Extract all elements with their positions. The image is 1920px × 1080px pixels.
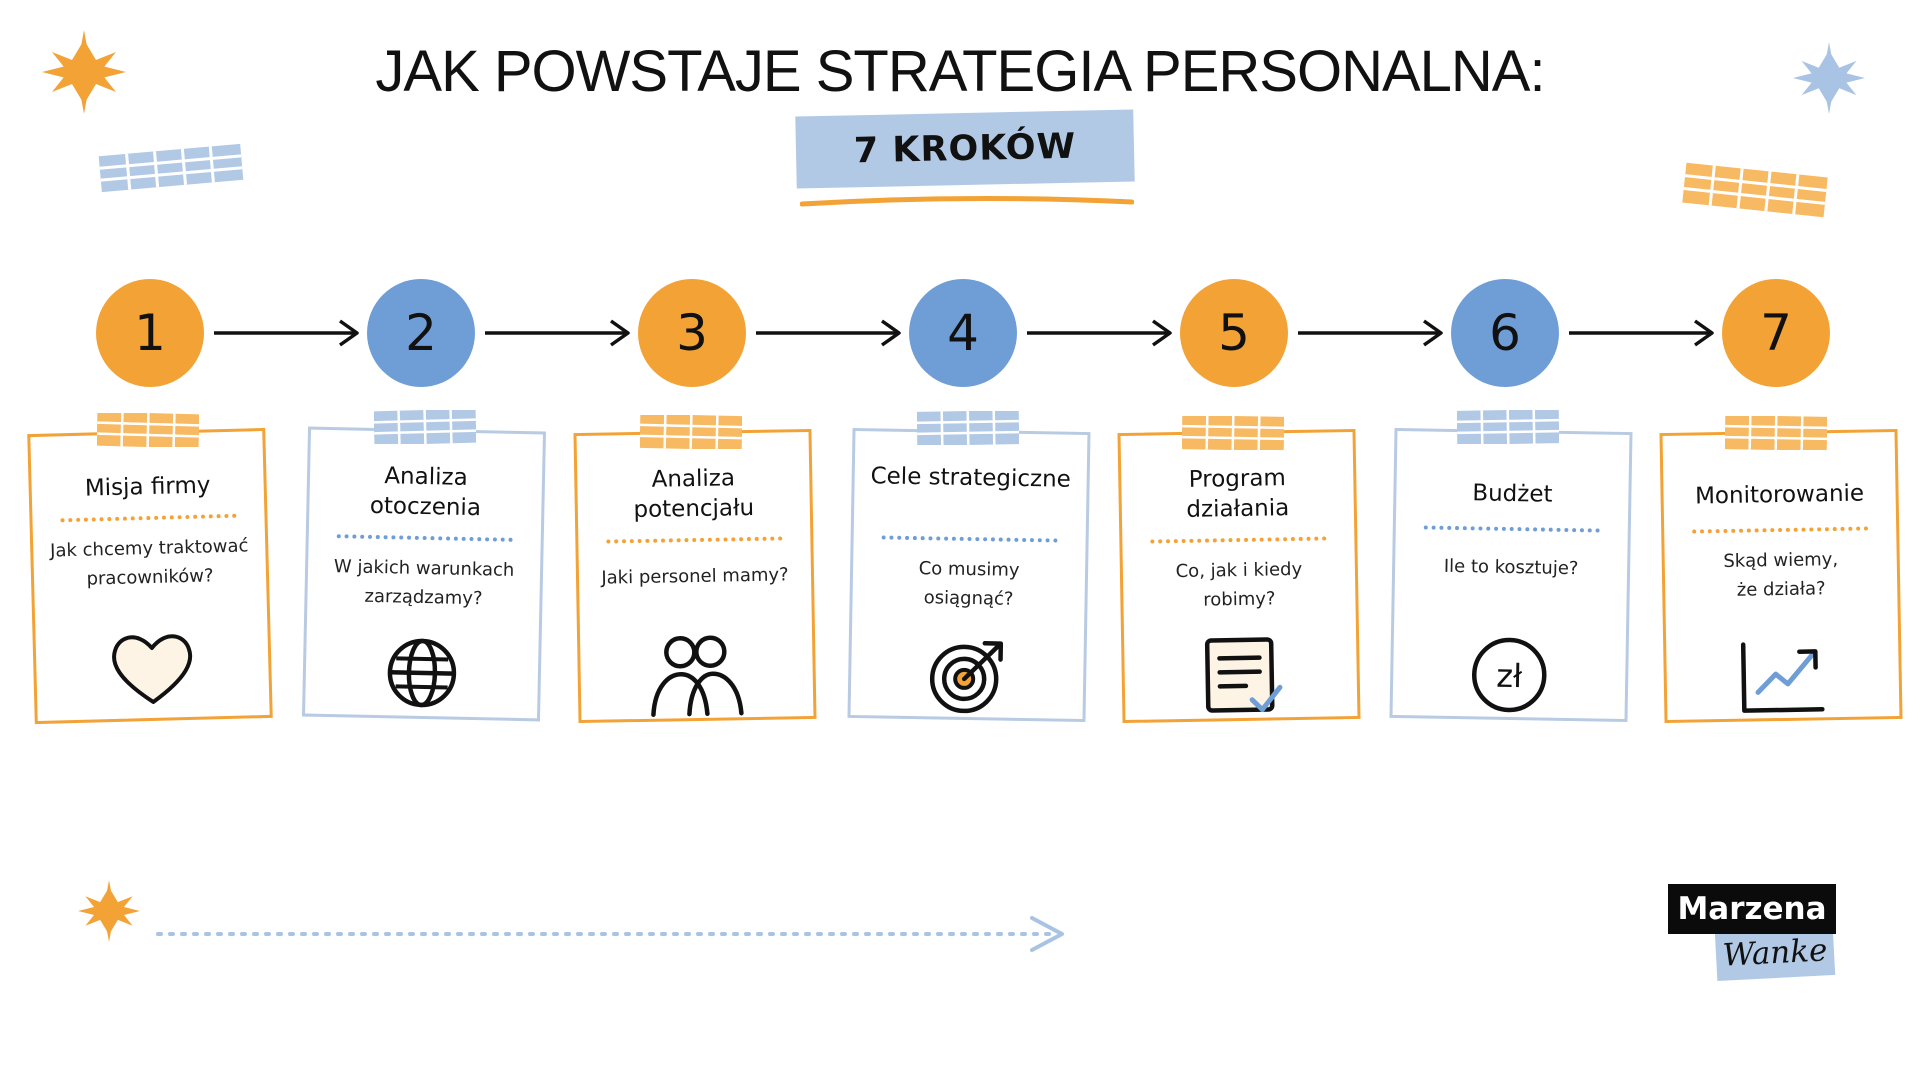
tape-decoration <box>374 410 476 444</box>
arrow-icon <box>214 319 359 347</box>
people-icon <box>651 635 744 717</box>
tape-decoration <box>1182 416 1284 450</box>
card-divider <box>336 534 513 542</box>
blue-star-icon <box>1793 42 1865 114</box>
step-question: Ile to kosztuje? <box>1443 555 1579 580</box>
step-title: Monitorowanie <box>1694 480 1865 510</box>
card-divider <box>60 513 237 523</box>
card-divider <box>1423 525 1600 533</box>
step-question: W jakich warunkach zarządzamy? <box>333 556 515 610</box>
step-title: Analiza potencjału <box>633 465 755 524</box>
step-circle-6: 6 <box>1451 279 1559 387</box>
arrow-icon <box>756 319 901 347</box>
tape-decoration <box>1725 416 1827 450</box>
step-circle-3: 3 <box>638 279 746 387</box>
trend-chart-icon <box>1740 642 1825 713</box>
card-divider <box>1692 526 1869 534</box>
currency-label: zł <box>1496 657 1523 695</box>
step-circle-2: 2 <box>367 279 475 387</box>
subtitle-text: 7 KROKÓW <box>853 126 1077 172</box>
blue-tape-decoration <box>98 143 244 193</box>
step-card-3: Analiza potencjału Jaki personel mamy? <box>573 428 817 724</box>
arrow-icon <box>1027 319 1172 347</box>
step-circle-5: 5 <box>1180 279 1288 387</box>
document-check-icon <box>1204 637 1283 713</box>
orange-star-small-icon <box>78 880 140 942</box>
page-title: JAK POWSTAJE STRATEGIA PERSONALNA: <box>375 39 1545 104</box>
step-card-4: Cele strategiczne Co musimy osiągnąć? <box>847 427 1091 723</box>
orange-tape-decoration <box>1682 162 1828 218</box>
tape-decoration <box>640 415 742 449</box>
coin-icon: zł <box>1472 637 1547 713</box>
card-divider <box>881 535 1058 543</box>
subtitle-underline <box>800 195 1134 207</box>
arrow-icon <box>1569 319 1714 347</box>
subtitle-banner: 7 KROKÓW <box>795 109 1135 189</box>
orange-star-icon <box>42 30 126 114</box>
step-card-2: Analiza otoczenia W jakich warunkach zar… <box>301 426 547 722</box>
step-title: Cele strategiczne <box>870 463 1072 493</box>
arrow-icon <box>485 319 630 347</box>
step-title: Misja firmy <box>84 472 211 502</box>
step-circle-7: 7 <box>1722 279 1830 387</box>
tape-decoration <box>97 413 199 447</box>
step-question: Jaki personel mamy? <box>601 564 789 589</box>
step-title: Analiza otoczenia <box>369 463 482 522</box>
step-question: Jak chcemy traktować pracowników? <box>49 535 249 590</box>
card-divider <box>606 536 783 544</box>
card-divider <box>1150 536 1327 544</box>
step-circle-4: 4 <box>909 279 1017 387</box>
tape-decoration <box>917 411 1019 445</box>
target-icon <box>929 641 1004 714</box>
tape-decoration <box>1457 410 1559 444</box>
step-question: Co musimy osiągnąć? <box>918 558 1020 610</box>
step-title: Budżet <box>1472 480 1553 508</box>
step-question: Skąd wiemy, że działa? <box>1723 549 1839 601</box>
heart-icon <box>112 634 193 704</box>
step-circle-1: 1 <box>96 279 204 387</box>
step-title: Program działania <box>1186 465 1290 523</box>
dotted-arrow-icon <box>156 916 1064 952</box>
step-card-1: Misja firmy Jak chcemy traktować pracown… <box>27 427 273 725</box>
step-card-7: Monitorowanie Skąd wiemy, że działa? <box>1659 428 1903 724</box>
step-question: Co, jak i kiedy robimy? <box>1175 558 1303 611</box>
step-card-6: Budżet Ile to kosztuje? zł <box>1389 427 1633 723</box>
logo-marzena: Marzena <box>1668 884 1836 934</box>
step-card-5: Program działania Co, jak i kiedy robimy… <box>1117 428 1361 724</box>
globe-icon <box>387 638 457 708</box>
arrow-icon <box>1298 319 1443 347</box>
